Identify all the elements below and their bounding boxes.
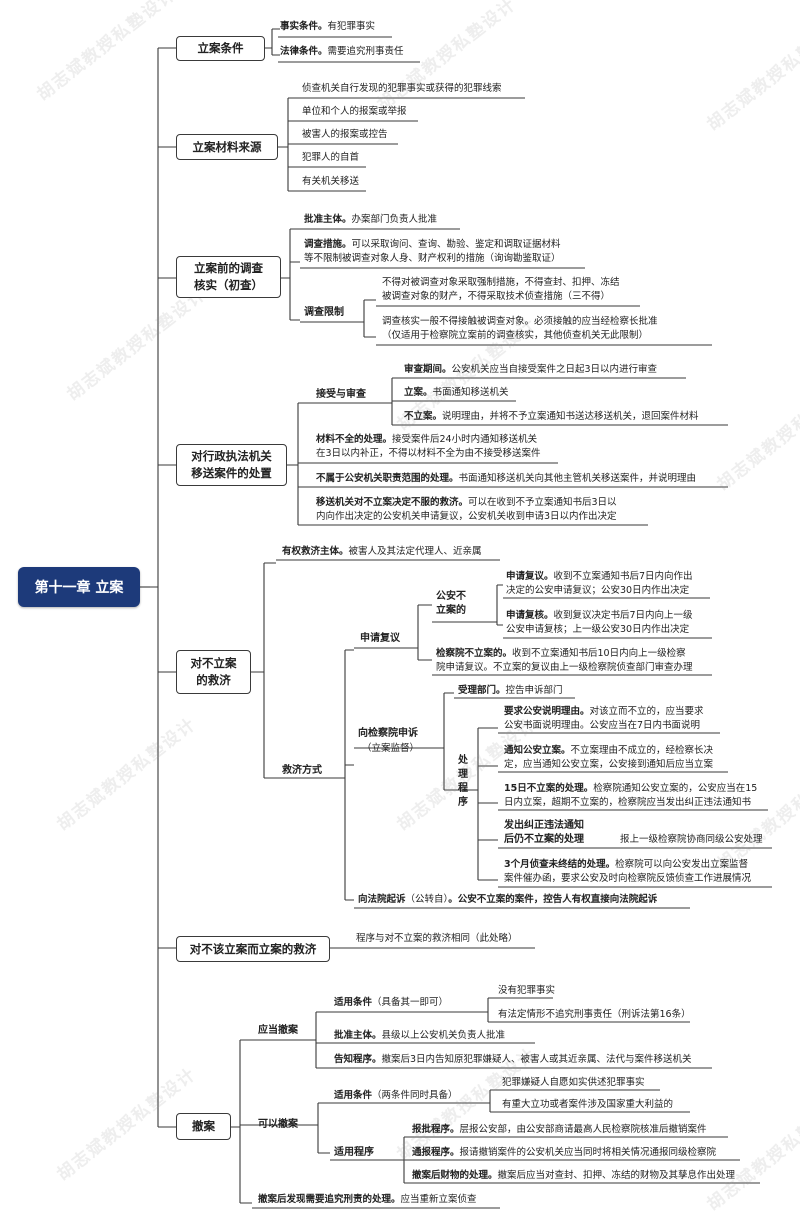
leaf: 有法定情形不追究刑事责任（刑诉法第16条） (498, 1009, 691, 1020)
leaf: 要求公安说明理由。对该立而不立的，应当要求 (504, 706, 704, 717)
leaf: 审查期间。公安机关应当自接受案件之日起3日以内进行审查 (404, 364, 658, 375)
leaf: （立案监督） (362, 743, 420, 754)
node-shenqing-fuyi: 申请复议 (360, 633, 400, 644)
leaf: 法律条件。需要追究刑事责任 (280, 46, 404, 57)
leaf: 向法院起诉（公转自）。公安不立案的案件，控告人有权直接向法院起诉 (358, 894, 658, 905)
node-jianchayuan-shensu: 向检察院申诉 (358, 728, 418, 739)
watermark: 胡志斌教授私塾设计 (713, 373, 800, 495)
node-gongan-bulian: 公安不 立案的 (436, 591, 466, 616)
leaf: 检察院不立案的。收到不立案通知书后10日内向上一级检察 (436, 648, 686, 659)
node-chucha: 立案前的调查 核实（初查） (176, 256, 281, 298)
leaf: 定，应当通知公安立案，公安接到通知后应当立案 (504, 759, 714, 770)
node-jiuji-fangshi: 救济方式 (282, 765, 322, 776)
leaf: 申请复议。收到不立案通知书后7日内向作出 (506, 571, 693, 582)
leaf: 事实条件。有犯罪事实 (280, 21, 376, 32)
leaf: 撤案后发现需要追究刑责的处理。应当重新立案侦查 (258, 1194, 477, 1205)
leaf: 有权救济主体。被害人及其法定代理人、近亲属 (282, 546, 482, 557)
leaf: 没有犯罪事实 (498, 985, 556, 996)
leaf: 内向作出决定的公安机关申请复议，公安机关收到申请3日以内作出决定 (316, 511, 617, 522)
leaf: 受理部门。控告申诉部门 (458, 685, 563, 696)
leaf: 公安书面说明理由。公安应当在7日内书面说明 (504, 720, 701, 731)
leaf: 犯罪嫌疑人自愿如实供述犯罪事实 (502, 1077, 645, 1088)
leaf: 通知公安立案。不立案理由不成立的，经检察长决 (504, 745, 714, 756)
root-node: 第十一章 立案 (18, 567, 140, 607)
node-keyi-chean: 可以撤案 (258, 1119, 298, 1130)
leaf: 程序与对不立案的救济相同（此处略） (356, 933, 518, 944)
leaf: 立案。书面通知移送机关 (404, 387, 509, 398)
node-bulian-jiuji: 对不立案 的救济 (176, 650, 251, 694)
leaf: 调查措施。可以采取询问、查询、勘验、鉴定和调取证据材料 (304, 239, 561, 250)
leaf: 批准主体。办案部门负责人批准 (304, 214, 438, 225)
leaf: 适用条件（两条件同时具备） (334, 1090, 458, 1101)
leaf: 在3日以内补正，不得以材料不全为由不接受移送案件 (316, 448, 541, 459)
leaf: 有关机关移送 (302, 176, 360, 187)
node-chean: 撤案 (176, 1113, 231, 1140)
leaf: 告知程序。撤案后3日内告知原犯罪嫌疑人、被害人或其近亲属、法代与案件移送机关 (334, 1054, 692, 1065)
leaf: 日内立案，超期不立案的，检察院应当发出纠正违法通知书 (504, 797, 752, 808)
watermark: 胡志斌教授私塾设计 (53, 713, 201, 835)
leaf: 通报程序。报请撤销案件的公安机关应当同时将相关情况通报同级检察院 (412, 1147, 717, 1158)
leaf: 调查核实一般不得接触被调查对象。必须接触的应当经检察长批准 （仅适用于检察院立案… (382, 316, 658, 341)
leaf: 被害人的报案或控告 (302, 129, 388, 140)
leaf: 等不限制被调查对象人身、财产权利的措施（询询勘鉴取证） (304, 253, 561, 264)
leaf: 材料不全的处理。接受案件后24小时内通知移送机关 (316, 434, 538, 445)
leaf: 申请复核。收到复议决定书后7日内向上一级 (506, 610, 693, 621)
watermark: 胡志斌教授私塾设计 (713, 753, 800, 875)
leaf: 报批程序。层报公安部，由公安部商请最高人民检察院核准后撤销案件 (412, 1124, 707, 1135)
watermark: 胡志斌教授私塾设计 (703, 13, 800, 135)
leaf: 3个月侦查未终结的处理。检察院可以向公安发出立案监督 (504, 859, 749, 870)
leaf: 犯罪人的自首 (302, 152, 360, 163)
node-jieshou-shencha: 接受与审查 (316, 389, 366, 400)
node-buying-lian: 对不该立案而立案的救济 (176, 936, 330, 962)
node-lian-tiaojian: 立案条件 (176, 36, 265, 61)
node-chuli-chengxu: 处 理 程 序 (458, 755, 468, 808)
leaf: 院申请复议。不立案的复议由上一级检察院侦查部门审查办理 (436, 662, 693, 673)
leaf: 决定的公安申请复议；公安30日内作出决定 (506, 585, 690, 596)
leaf: 单位和个人的报案或举报 (302, 106, 407, 117)
watermark: 胡志斌教授私塾设计 (33, 0, 181, 105)
leaf: 侦查机关自行发现的犯罪事实或获得的犯罪线索 (302, 83, 502, 94)
node-yisong-chuzhi: 对行政执法机关 移送案件的处置 (176, 444, 287, 486)
node-diaocha-xianzhi: 调查限制 (304, 307, 344, 318)
leaf: 不立案。说明理由，并将不予立案通知书送达移送机关，退回案件材料 (404, 411, 699, 422)
leaf: 不得对被调查对象采取强制措施，不得查封、扣押、冻结 被调查对象的财产，不得采取技… (382, 277, 620, 302)
leaf: 不属于公安机关职责范围的处理。书面通知移送机关向其他主管机关移送案件，并说明理由 (316, 473, 697, 484)
node-yingdang-chean: 应当撤案 (258, 1025, 298, 1036)
leaf: 公安申请复核；上一级公安30日内作出决定 (506, 624, 690, 635)
leaf: 有重大立功或者案件涉及国家重大利益的 (502, 1099, 674, 1110)
leaf: 移送机关对不立案决定不服的救济。可以在收到不予立案通知书后3日以 (316, 497, 617, 508)
leaf: 撤案后财物的处理。撤案后应当对查封、扣押、冻结的财物及其孳息作出处理 (412, 1170, 736, 1181)
leaf: 批准主体。县级以上公安机关负责人批准 (334, 1030, 506, 1041)
node-shiyong-chengxu: 适用程序 (334, 1147, 374, 1158)
leaf: 适用条件（具备其一即可） (334, 997, 449, 1008)
node-jiuzheng-tongzhi: 发出纠正违法通知 后仍不立案的处理 (504, 820, 584, 845)
node-cailiao-laiyuan: 立案材料来源 (176, 134, 278, 160)
leaf: 报上一级检察院协商同级公安处理 (620, 834, 763, 845)
leaf: 15日不立案的处理。检察院通知公安立案的，公安应当在15 (504, 783, 758, 794)
watermark: 胡志斌教授私塾设计 (63, 283, 211, 405)
leaf: 案件催办函，要求公安及时向检察院反馈侦查工作进展情况 (504, 873, 752, 884)
